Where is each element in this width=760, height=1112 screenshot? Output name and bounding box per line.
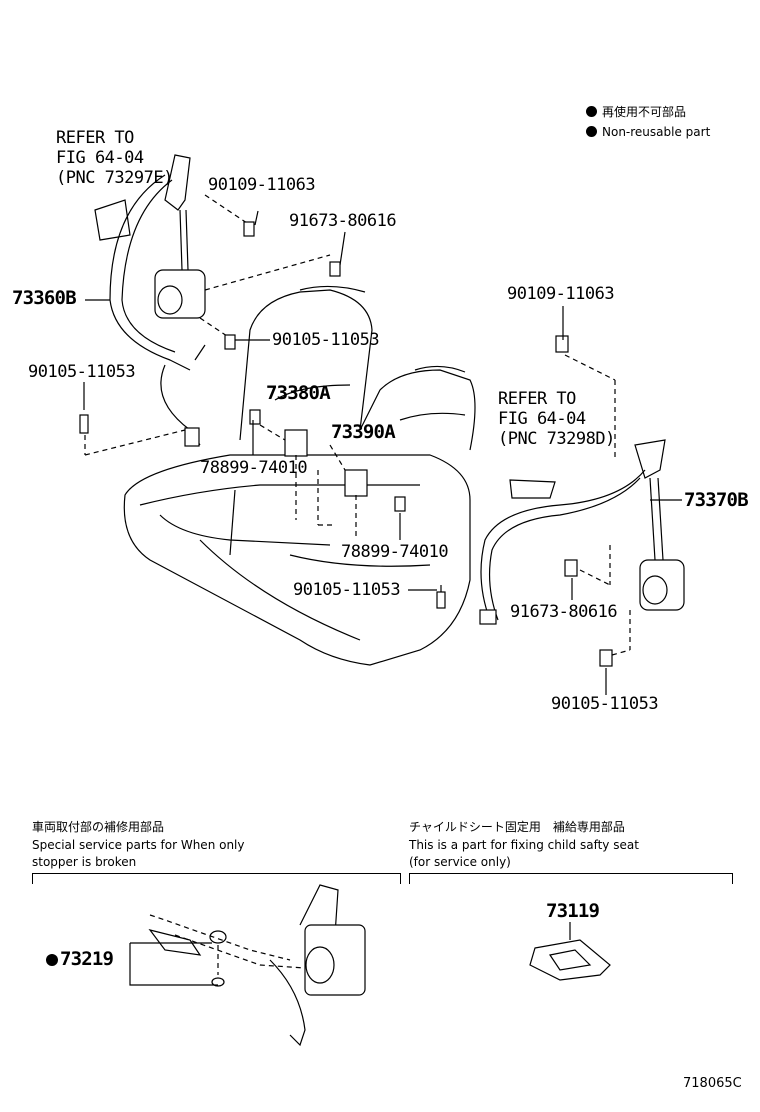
non-reusable-dot-icon bbox=[46, 954, 58, 966]
refer-left-line2: FIG 64-04 bbox=[56, 148, 144, 168]
legend-en-text: Non-reusable part bbox=[602, 125, 711, 139]
part-78899-a: 78899-74010 bbox=[200, 458, 308, 478]
left-seat-belt-assembly bbox=[84, 154, 331, 456]
part-90105-left: 90105-11053 bbox=[28, 362, 136, 382]
refer-right-line1: REFER TO bbox=[498, 389, 576, 409]
legend-jp-text: 再使用不可部品 bbox=[602, 105, 687, 119]
part-73219-text: 73219 bbox=[60, 948, 114, 970]
stopper-detail-illustration bbox=[129, 884, 366, 1047]
part-73119: 73119 bbox=[546, 900, 600, 922]
refer-left-line3: (PNC 73297E) bbox=[56, 168, 173, 188]
part-90105-right: 90105-11053 bbox=[551, 694, 659, 714]
bolt-markers bbox=[79, 210, 682, 695]
part-73380A: 73380A bbox=[266, 382, 331, 404]
section-left-bracket bbox=[32, 873, 401, 884]
part-90105-mid: 90105-11053 bbox=[272, 330, 380, 350]
refer-left-line1: REFER TO bbox=[56, 128, 134, 148]
section-left-en2: stopper is broken bbox=[32, 855, 137, 869]
section-right-bracket bbox=[409, 873, 733, 884]
part-91673-right: 91673-80616 bbox=[510, 602, 618, 622]
legend-en: Non-reusable part bbox=[586, 124, 710, 141]
legend-jp: 再使用不可部品 bbox=[586, 104, 686, 121]
part-90105-bottom: 90105-11053 bbox=[293, 580, 401, 600]
part-73219: 73219 bbox=[46, 948, 114, 970]
rear-seat-illustration bbox=[123, 285, 476, 666]
part-73370B: 73370B bbox=[684, 489, 749, 511]
part-91673-top: 91673-80616 bbox=[289, 211, 397, 231]
part-90109-top: 90109-11063 bbox=[208, 175, 316, 195]
right-seat-belt-assembly bbox=[479, 354, 685, 656]
non-reusable-dot-icon bbox=[586, 106, 597, 117]
section-right-jp: チャイルドシート固定用 補給専用部品 bbox=[409, 820, 625, 834]
section-right-en1: This is a part for fixing child safty se… bbox=[409, 838, 639, 852]
section-left-en1: Special service parts for When only bbox=[32, 838, 245, 852]
refer-right-line3: (PNC 73298D) bbox=[498, 429, 615, 449]
section-right-en2: (for service only) bbox=[409, 855, 511, 869]
child-seat-fixing-part-illustration bbox=[529, 922, 611, 981]
part-73360B: 73360B bbox=[12, 287, 77, 309]
section-left-jp: 車両取付部の補修用部品 bbox=[32, 820, 165, 834]
center-buckle-assembly bbox=[259, 424, 368, 540]
non-reusable-dot-icon bbox=[586, 126, 597, 137]
part-90109-right: 90109-11063 bbox=[507, 284, 615, 304]
part-78899-b: 78899-74010 bbox=[341, 542, 449, 562]
figure-code: 718065C bbox=[683, 1076, 742, 1091]
part-73390A: 73390A bbox=[331, 421, 396, 443]
refer-right-line2: FIG 64-04 bbox=[498, 409, 586, 429]
